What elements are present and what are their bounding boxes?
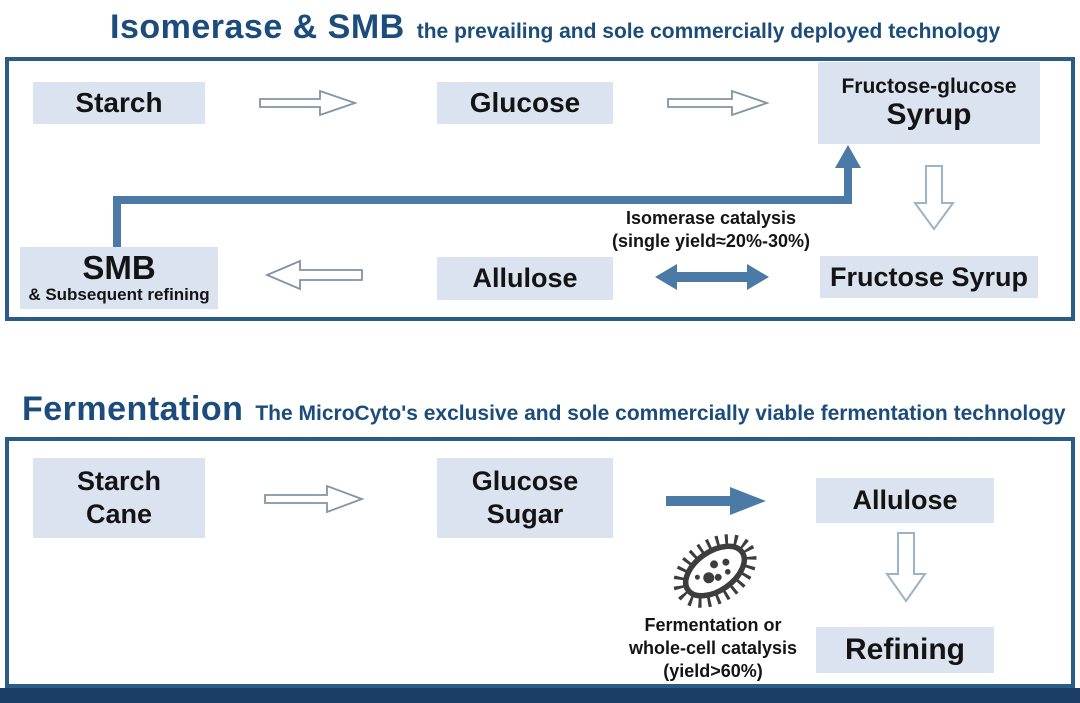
annotation1-line1: Isomerase catalysis	[625, 208, 797, 228]
node-fructose-glucose-line2: Syrup	[886, 98, 972, 131]
fermentation-annotation: Fermentation or whole-cell catalysis (yi…	[593, 614, 833, 683]
annotation2-line1: Fermentation or	[644, 615, 782, 635]
node-starch-cane: Starch Cane	[33, 458, 205, 538]
right-arrow-icon	[264, 484, 365, 514]
node-allulose-top-label: Allulose	[472, 263, 578, 293]
double-arrow-icon	[655, 264, 769, 290]
node-glucose-sugar-line1: Glucose	[471, 466, 579, 496]
right-arrow-icon	[259, 89, 358, 117]
node-fructose-syrup: Fructose Syrup	[820, 256, 1038, 298]
node-glucose-sugar-line2: Sugar	[486, 499, 564, 529]
node-smb-line2: & Subsequent refining	[28, 285, 210, 304]
node-fructose-glucose-line1: Fructose-glucose	[841, 75, 1017, 98]
node-starch-label: Starch	[75, 87, 163, 118]
node-glucose-label: Glucose	[469, 87, 581, 118]
annotation2-line2: whole-cell catalysis	[628, 638, 798, 658]
node-allulose-bottom: Allulose	[816, 478, 994, 523]
node-starch: Starch	[33, 82, 205, 124]
section1-title: Isomerase & SMB	[110, 8, 405, 46]
solid-right-arrow-icon	[666, 487, 766, 515]
annotation2-line3: (yield>60%)	[663, 661, 763, 681]
section2-title: Fermentation	[22, 390, 244, 428]
section2-title-row: Fermentation The MicroCyto's exclusive a…	[22, 390, 1066, 429]
node-glucose-sugar: Glucose Sugar	[437, 458, 613, 538]
bacteria-icon	[673, 534, 757, 608]
section1-title-row: Isomerase & SMB the prevailing and sole …	[110, 8, 1000, 47]
node-starch-cane-line2: Cane	[85, 499, 153, 529]
node-smb: SMB & Subsequent refining	[20, 247, 218, 309]
node-refining-label: Refining	[845, 633, 965, 666]
node-starch-cane-line1: Starch	[76, 466, 162, 496]
bottom-accent-bar	[0, 688, 1080, 703]
section1-subtitle: the prevailing and sole commercially dep…	[416, 20, 1001, 43]
node-fructose-glucose-syrup: Fructose-glucose Syrup	[818, 62, 1040, 144]
left-arrow-icon	[264, 259, 363, 291]
node-allulose-bottom-label: Allulose	[852, 485, 958, 515]
node-glucose: Glucose	[437, 82, 613, 124]
node-smb-line1: SMB	[82, 249, 156, 286]
node-fructose-syrup-label: Fructose Syrup	[829, 261, 1029, 292]
annotation1-line2: (single yield≈20%-30%)	[612, 231, 810, 251]
down-arrow-icon	[913, 165, 955, 231]
section2-subtitle: The MicroCyto's exclusive and sole comme…	[255, 402, 1066, 425]
isomerase-catalysis-annotation: Isomerase catalysis (single yield≈20%-30…	[561, 207, 861, 253]
node-refining: Refining	[816, 627, 994, 673]
right-arrow-icon	[667, 89, 770, 117]
down-arrow-icon	[885, 532, 927, 603]
node-allulose-top: Allulose	[437, 257, 613, 300]
